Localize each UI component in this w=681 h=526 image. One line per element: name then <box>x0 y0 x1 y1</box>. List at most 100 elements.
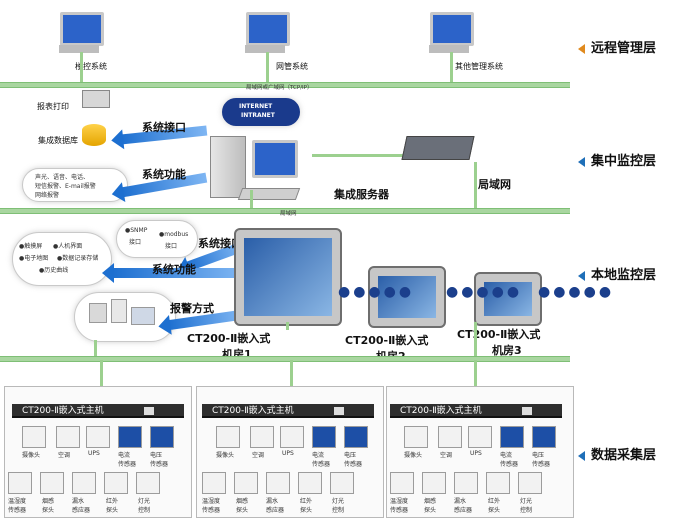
system-interface-label: 系统接口 <box>142 121 186 134</box>
drop-line <box>474 322 477 358</box>
network-switch-icon <box>401 136 475 160</box>
printer-icon <box>82 90 110 108</box>
keyboard-icon <box>237 188 301 200</box>
device-icon <box>111 299 127 323</box>
ups-icon <box>86 426 110 448</box>
infrared-icon <box>298 472 322 494</box>
features-cloud: ●触摸屏 ●人机界面 ●电子地图 ●数据记录存储 ●历史曲线 <box>12 232 112 286</box>
ups-icon <box>468 426 492 448</box>
device-icon <box>131 307 155 325</box>
lan-bus-label: 局域网 <box>280 211 297 217</box>
system-label-other: 其他管理系统 <box>455 62 503 71</box>
device-label: 红外 探头 <box>106 498 119 514</box>
device-label: UPS <box>88 450 100 457</box>
device-label: 温湿度 传感器 <box>8 498 27 514</box>
interface-cloud: ●SNMP 接口 ●modbus 接口 <box>116 220 198 258</box>
host-unit-1: CT200-Ⅱ嵌入式主机 <box>12 404 184 418</box>
device-label: 电流 传感器 <box>500 452 519 468</box>
device-label: 红外 探头 <box>488 498 501 514</box>
report-print-label: 报表打印 <box>37 102 69 111</box>
device-label: 电压 传感器 <box>150 452 169 468</box>
internet-cloud: INTERNET INTRANET <box>222 98 300 126</box>
lan-bus <box>0 208 570 214</box>
device-label: 烟感 探头 <box>236 498 249 514</box>
smoke-sensor-icon <box>422 472 446 494</box>
system-label-netmgmt: 网管系统 <box>276 62 308 71</box>
triangle-left-icon <box>578 156 585 167</box>
drop-line <box>450 52 453 82</box>
room3-label: 机房3 <box>492 344 522 357</box>
device-label: UPS <box>470 450 482 457</box>
current-sensor-icon <box>118 426 142 448</box>
drop-line <box>100 360 103 386</box>
device-label: 漏水 感应器 <box>454 498 473 514</box>
voltage-sensor-icon <box>150 426 174 448</box>
device-label: 温湿度 传感器 <box>390 498 409 514</box>
light-control-icon <box>136 472 160 494</box>
host-unit-2: CT200-Ⅱ嵌入式主机 <box>202 404 374 418</box>
humidity-sensor-icon <box>390 472 414 494</box>
drop-line <box>474 162 477 210</box>
device-icon <box>89 303 107 323</box>
database-label: 集成数据库 <box>38 136 78 145</box>
drop-line <box>290 360 293 386</box>
drop-line <box>250 190 253 210</box>
touch-panel-3 <box>474 272 542 326</box>
room2-name: CT200-Ⅱ嵌入式 <box>345 334 429 347</box>
triangle-left-icon <box>578 43 585 54</box>
device-label: 电压 传感器 <box>532 452 551 468</box>
device-label: 电流 传感器 <box>118 452 137 468</box>
layer-central: 集中监控层 <box>578 150 656 169</box>
device-label: 电压 传感器 <box>344 452 363 468</box>
device-label: 烟感 探头 <box>424 498 437 514</box>
drop-line <box>94 340 97 358</box>
local-function-label: 系统功能 <box>152 263 196 276</box>
server-switch-link <box>312 154 407 157</box>
device-label: 漏水 感应器 <box>72 498 91 514</box>
voltage-sensor-icon <box>532 426 556 448</box>
current-sensor-icon <box>312 426 336 448</box>
device-label: 温湿度 传感器 <box>202 498 221 514</box>
camera-icon <box>22 426 46 448</box>
ac-icon <box>56 426 80 448</box>
voltage-sensor-icon <box>344 426 368 448</box>
light-control-icon <box>330 472 354 494</box>
continuation-dots: ●●●●● <box>538 284 615 300</box>
device-label: 漏水 感应器 <box>266 498 285 514</box>
water-leak-icon <box>72 472 96 494</box>
device-label: UPS <box>282 450 294 457</box>
system-function-label: 系统功能 <box>142 168 186 181</box>
device-label: 摄像头 <box>404 452 423 459</box>
drop-line <box>286 322 289 330</box>
field-bus <box>0 356 570 362</box>
room3-name: CT200-Ⅱ嵌入式 <box>457 328 541 341</box>
device-label: 摄像头 <box>22 452 41 459</box>
continuation-dots: ●●●●● <box>446 284 523 300</box>
smoke-sensor-icon <box>234 472 258 494</box>
ac-icon <box>438 426 462 448</box>
system-label-building: 楼控系统 <box>75 62 107 71</box>
device-label: 空调 <box>252 452 265 459</box>
device-label: 灯光 控制 <box>138 498 151 514</box>
camera-icon <box>404 426 428 448</box>
water-leak-icon <box>266 472 290 494</box>
ups-icon <box>280 426 304 448</box>
smoke-sensor-icon <box>40 472 64 494</box>
triangle-left-icon <box>578 450 585 461</box>
server-monitor-icon <box>252 140 298 178</box>
wan-bus <box>0 82 570 88</box>
device-label: 电流 传感器 <box>312 452 331 468</box>
infrared-icon <box>104 472 128 494</box>
touch-panel-1 <box>234 228 342 326</box>
layer-local: 本地监控层 <box>578 264 656 283</box>
layer-remote: 远程管理层 <box>578 37 656 56</box>
alarm-mode-label: 报警方式 <box>170 302 214 315</box>
server-label: 集成服务器 <box>334 188 389 201</box>
device-label: 摄像头 <box>216 452 235 459</box>
water-leak-icon <box>454 472 478 494</box>
current-sensor-icon <box>500 426 524 448</box>
humidity-sensor-icon <box>202 472 226 494</box>
local-interface-label: 系统接口 <box>198 237 242 250</box>
device-label: 红外 探头 <box>300 498 313 514</box>
room1-name: CT200-Ⅱ嵌入式 <box>187 332 271 345</box>
